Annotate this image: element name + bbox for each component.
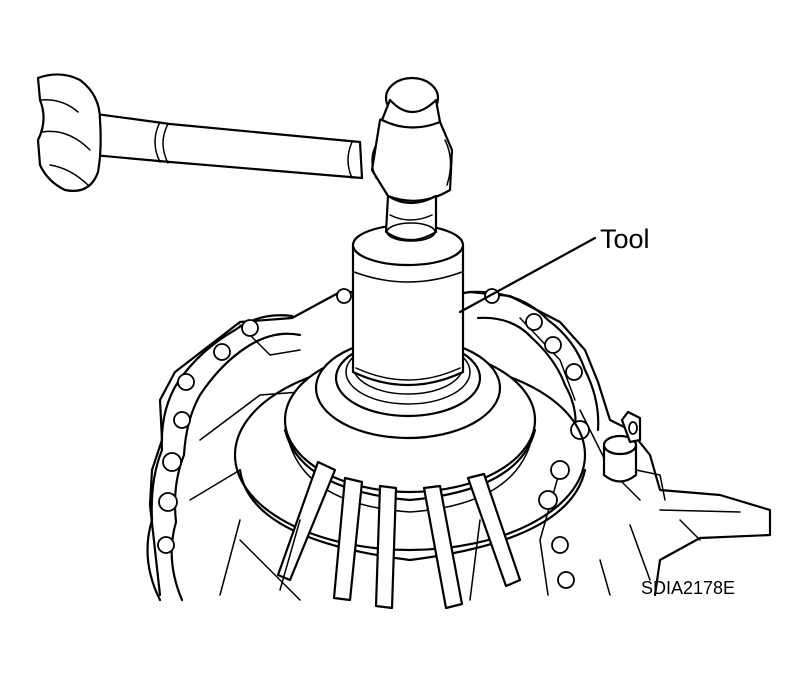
hand — [36, 73, 102, 192]
tool-callout-label: Tool — [600, 224, 650, 254]
installer-tool — [351, 223, 465, 386]
flange-bolt-bosses — [146, 288, 600, 602]
case-dowel-boss — [602, 410, 666, 501]
figure-code: SDIA2178E — [641, 578, 736, 598]
housing-ribs — [239, 460, 522, 610]
tool-leader-line — [458, 236, 597, 314]
hammer — [50, 76, 454, 242]
